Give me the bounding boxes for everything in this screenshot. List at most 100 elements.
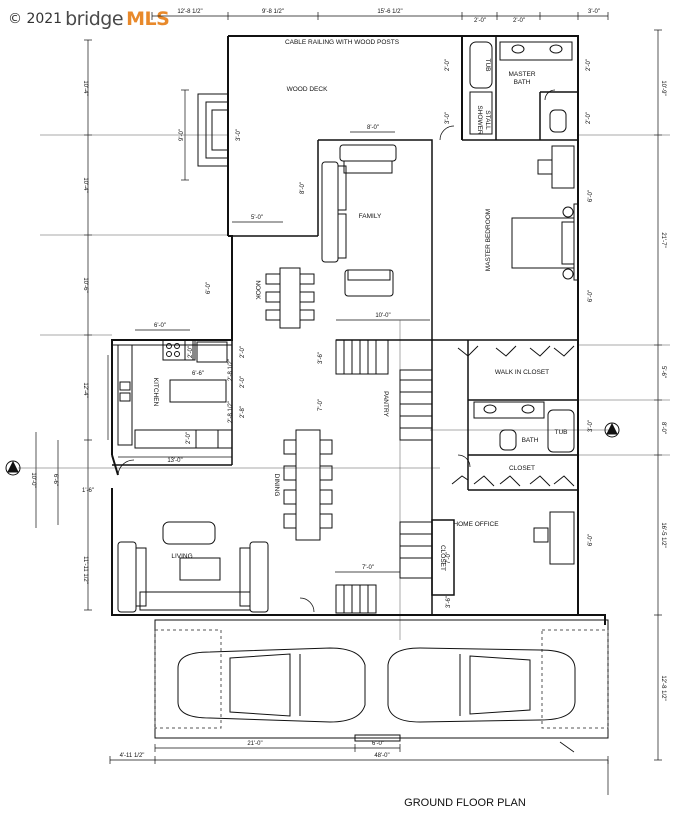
- label-shower-1: SHOWER: [476, 105, 483, 135]
- dim-fireplace-2: 3'-0": [236, 129, 242, 141]
- label-walk-in-closet: WALK IN CLOSET: [495, 369, 549, 376]
- label-kitchen: KITCHEN: [152, 378, 159, 407]
- nook-table: [265, 267, 315, 329]
- dim-closet-side: 7'-0": [446, 552, 452, 564]
- interior-walls: [112, 36, 578, 615]
- dim-stair-bottom: 7'-0": [362, 565, 374, 571]
- dim-bed-2: 6'-0": [588, 290, 594, 302]
- master-bedroom-fixtures: [511, 145, 579, 281]
- dim-nook-side: 6'-0": [206, 282, 212, 294]
- label-master-bath-1: MASTER: [508, 71, 535, 78]
- label-pantry: PANTRY: [382, 391, 389, 417]
- dining-table: [283, 429, 333, 541]
- dim-left-5: 10'-0": [30, 472, 36, 487]
- dim-kitchen-3: 2'-0": [240, 376, 246, 388]
- label-closet: CLOSET: [509, 465, 535, 472]
- dim-living-top: 13'-0": [167, 458, 182, 464]
- dim-fireplace-1: 9'-0": [179, 129, 185, 141]
- dim-bottom-1: 21'-0": [247, 741, 262, 747]
- car-right: [387, 647, 576, 723]
- room-labels: CABLE RAILING WITH WOOD POSTS WOOD DECK …: [152, 39, 568, 571]
- dim-left-6: 6'-6": [52, 474, 58, 486]
- label-tub-2: TUB: [555, 429, 568, 436]
- dim-left-2: 10'-4": [82, 177, 88, 192]
- dim-left-4: 12'-4": [82, 382, 88, 397]
- dim-top-1: 12'-8 1/2": [177, 9, 202, 15]
- dim-right-2: 21'-7": [660, 232, 666, 247]
- kitchen-fixtures: [112, 339, 233, 449]
- home-office-fixtures: [533, 511, 575, 565]
- dim-office: 6'-0": [588, 534, 594, 546]
- label-dining: DINING: [273, 474, 280, 497]
- plan-title: GROUND FLOOR PLAN: [404, 797, 526, 809]
- dim-kitchen-2: 2'-0": [240, 346, 246, 358]
- dim-bottom-4: 4'-11 1/2": [120, 753, 145, 759]
- dim-family-side: 8'-0": [300, 182, 306, 194]
- watermark-brand-accent: MLS: [126, 8, 170, 30]
- dim-top-2: 9'-8 1/2": [262, 9, 284, 15]
- dim-kitchen-4: 2'-8 1/2": [228, 359, 234, 381]
- dim-right-4: 8'-0": [660, 422, 666, 434]
- label-bath: BATH: [522, 437, 539, 444]
- dim-kitchen-island: 6'-6": [192, 371, 204, 377]
- dim-right-1: 10'-9": [660, 80, 666, 95]
- label-master-bath-2: BATH: [514, 79, 531, 86]
- bath-fixtures: [473, 401, 575, 453]
- dim-bath-2: 2'-0": [586, 59, 592, 71]
- fireplace: [197, 93, 229, 167]
- dim-stair-bottom-side: 3'-6": [446, 596, 452, 608]
- dim-kitchen-5: 2'-8 1/2": [228, 401, 234, 423]
- label-closet-small: CLOSET: [439, 545, 446, 571]
- dim-bed-1: 6'-0": [588, 190, 594, 202]
- dim-kitchen-6: 2'-8": [240, 406, 246, 418]
- dim-kitchen-7: 2'-0": [186, 432, 192, 444]
- label-tub: TUB: [484, 59, 491, 72]
- dimension-lines: [35, 12, 662, 795]
- dim-top-6: 3'-0": [588, 9, 600, 15]
- label-home-office: HOME OFFICE: [453, 521, 499, 528]
- master-bath-fixtures: [469, 41, 573, 135]
- dim-top-3: 15'-6 1/2": [377, 9, 402, 15]
- dim-left-8: 11'-11 1/2": [82, 556, 88, 584]
- dim-top-5: 2'-0": [513, 18, 525, 24]
- car-left: [177, 647, 366, 723]
- dim-nook-top: 5'-0": [251, 215, 263, 221]
- dim-top-4: 2'-0": [474, 18, 486, 24]
- watermark-brand: bridge: [65, 8, 124, 30]
- stairs: [335, 339, 433, 614]
- label-family: FAMILY: [359, 213, 382, 220]
- dim-family-top: 8'-0": [367, 125, 379, 131]
- door-swings: [117, 89, 575, 753]
- watermark-copyright: © 2021: [8, 11, 63, 27]
- section-markers: [5, 422, 620, 476]
- dim-bath2: 3'-0": [588, 420, 594, 432]
- garage: [154, 619, 609, 742]
- dim-stair-side-1: 3'-6": [318, 352, 324, 364]
- dim-left-3: 10'-6": [82, 277, 88, 292]
- label-living: LIVING: [171, 553, 192, 560]
- dim-bath-3: 2'-0": [586, 112, 592, 124]
- dim-right-5: 16'-5 1/2": [660, 522, 666, 547]
- dim-left-7: 1'-6": [82, 488, 94, 494]
- exterior-walls: [111, 35, 606, 625]
- label-wood-deck: WOOD DECK: [287, 86, 328, 93]
- living-sofas: [117, 521, 269, 613]
- dim-bath-1: 2'-0": [445, 59, 451, 71]
- dim-stair-side-2: 7'-0": [318, 399, 324, 411]
- label-cable-railing: CABLE RAILING WITH WOOD POSTS: [285, 39, 400, 46]
- dim-stair-top: 10'-0": [375, 313, 390, 319]
- dim-bottom-3: 48'-0": [374, 753, 389, 759]
- dim-bath-4: 3'-0": [445, 112, 451, 124]
- dim-left-1: 10'-4": [82, 80, 88, 95]
- dim-right-3: 5'-6": [660, 366, 666, 378]
- label-shower-2: STALL: [484, 110, 491, 130]
- label-nook: NOOK: [254, 280, 261, 300]
- family-sofa: [321, 144, 397, 297]
- dim-bottom-2: 6'-0": [372, 741, 384, 747]
- label-master-bedroom: MASTER BEDROOM: [485, 209, 492, 271]
- dimension-labels: 12'-8 1/2" 9'-8 1/2" 15'-6 1/2" 2'-0" 2'…: [30, 9, 666, 759]
- dim-right-6: 12'-8 1/2": [660, 675, 666, 700]
- dim-kitchen-1: 2'-0": [188, 346, 194, 358]
